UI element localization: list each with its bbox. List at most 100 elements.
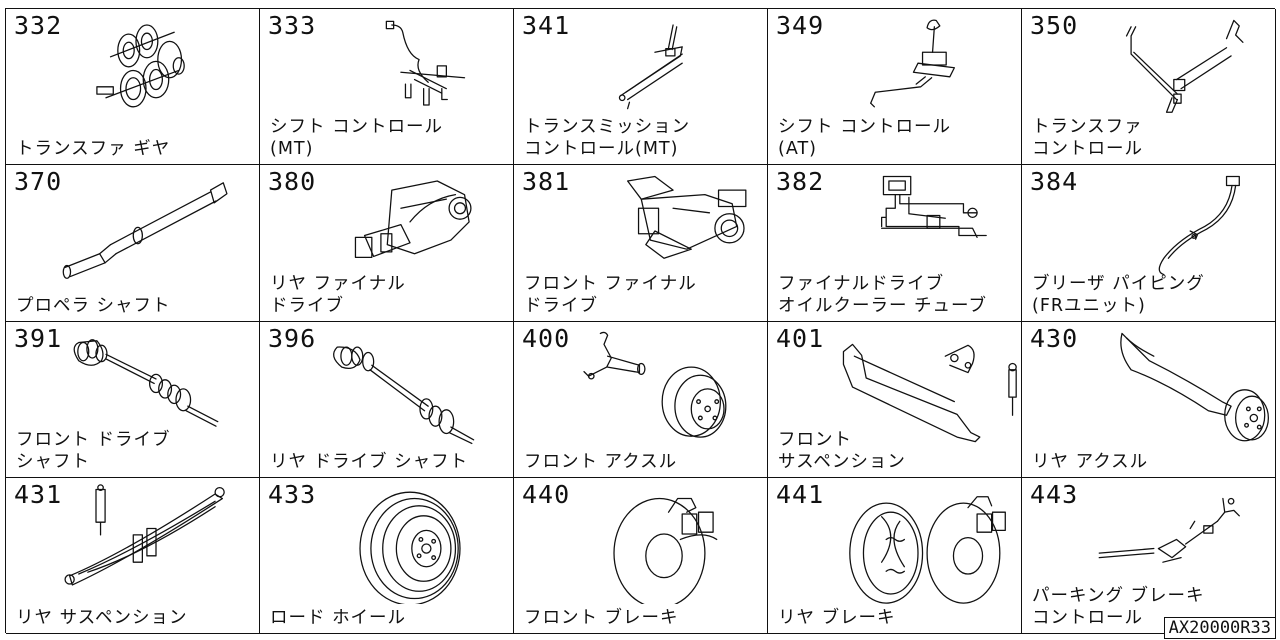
category-number: 333: [268, 11, 317, 40]
category-label-line: (MT): [270, 139, 314, 160]
category-number: 381: [522, 167, 571, 197]
rear-axle-icon: [1072, 328, 1272, 448]
category-label-line: フロント ドライブ: [16, 429, 171, 450]
category-label: ブリーザ パイピング(FRユニット): [1032, 273, 1205, 317]
part-category-431[interactable]: 431 リヤ サスペンション: [6, 477, 260, 634]
diagram-code: AX20000R33: [1163, 617, 1276, 639]
category-label: リヤ サスペンション: [16, 607, 188, 629]
category-label-line: (FRユニット): [1032, 295, 1146, 316]
shift-rod-icon: [564, 15, 764, 135]
category-number: 433: [268, 479, 317, 509]
rear-drive-shaft-icon: [310, 328, 510, 448]
category-label: シフト コントロール(MT): [270, 116, 443, 160]
category-label-line: プロペラ シャフト: [16, 295, 171, 316]
part-category-380[interactable]: 380 リヤ ファイナルドライブ: [260, 165, 514, 322]
category-label-line: リヤ アクスル: [1032, 451, 1149, 472]
category-label: フロント ドライブシャフト: [16, 429, 171, 473]
category-number: 349: [776, 11, 825, 40]
category-label-line: ファイナルドライブ: [778, 273, 945, 294]
category-label: フロント アクスル: [524, 451, 677, 473]
category-label-line: リヤ ブレーキ: [778, 608, 896, 628]
breather-pipe-icon: [1072, 171, 1272, 291]
category-label-line: オイルクーラー チューブ: [778, 295, 988, 316]
front-differential-icon: [564, 171, 764, 291]
category-label: リヤ ブレーキ: [778, 607, 896, 629]
part-category-400[interactable]: 400 フロント アクスル: [514, 321, 768, 478]
category-number: 332: [14, 11, 63, 40]
category-label-line: リヤ ドライブ シャフト: [270, 451, 469, 472]
shift-linkage-icon: [310, 15, 510, 135]
part-category-382[interactable]: 382 ファイナルドライブオイルクーラー チューブ: [768, 165, 1022, 322]
category-label: プロペラ シャフト: [16, 295, 171, 317]
category-label: シフト コントロール(AT): [778, 116, 951, 160]
category-label-line: パーキング ブレーキ: [1032, 586, 1205, 606]
category-number: 380: [268, 167, 317, 197]
front-brake-icon: [564, 484, 764, 609]
parking-brake-icon: [1072, 484, 1272, 604]
category-label-line: リヤ ファイナル: [270, 273, 406, 294]
front-axle-icon: [564, 328, 764, 448]
category-label: フロント ファイナルドライブ: [524, 273, 697, 317]
part-category-391[interactable]: 391 フロント ドライブシャフト: [6, 321, 260, 478]
category-number: 401: [776, 323, 825, 353]
part-category-443[interactable]: 443 パーキング ブレーキコントロール: [1022, 477, 1276, 634]
category-label-line: トランスファ: [1032, 117, 1143, 138]
category-label: リヤ アクスル: [1032, 451, 1148, 473]
category-number: 391: [14, 323, 63, 353]
category-number: 396: [268, 323, 317, 353]
part-category-333[interactable]: 333 シフト コントロール(MT): [260, 9, 514, 166]
category-number: 431: [14, 479, 63, 509]
category-label-line: トランスミッション: [524, 117, 691, 138]
category-label-line: (AT): [778, 139, 817, 160]
category-number: 430: [1030, 323, 1079, 353]
category-label-line: フロント アクスル: [524, 451, 678, 472]
category-label: ファイナルドライブオイルクーラー チューブ: [778, 273, 987, 317]
category-label: フロント ブレーキ: [524, 607, 679, 629]
category-label-line: シフト コントロール: [270, 117, 444, 138]
category-label-line: ドライブ: [524, 295, 598, 316]
part-category-430[interactable]: 430 リヤ アクスル: [1022, 321, 1276, 478]
category-label: パーキング ブレーキコントロール: [1032, 585, 1205, 629]
part-category-433[interactable]: 433 ロード ホイール: [260, 477, 514, 634]
drum-brake-icon: [818, 484, 1018, 604]
part-category-341[interactable]: 341 トランスミッションコントロール(MT): [514, 9, 768, 166]
category-number: 370: [14, 167, 63, 197]
category-number: 443: [1030, 479, 1079, 509]
category-number: 341: [522, 11, 571, 40]
category-label-line: シフト コントロール: [778, 117, 952, 138]
part-category-381[interactable]: 381 フロント ファイナルドライブ: [514, 165, 768, 322]
category-label-line: コントロール: [1032, 139, 1143, 160]
wheel-icon: [310, 484, 510, 606]
transfer-fork-icon: [1072, 15, 1272, 135]
category-label-line: フロント ファイナル: [524, 273, 697, 294]
category-label-line: コントロール: [1032, 608, 1143, 628]
category-number: 441: [776, 479, 825, 509]
category-label-line: コントロール(MT): [524, 139, 679, 160]
front-suspension-icon: [818, 328, 1018, 448]
category-label-line: ブリーザ パイピング: [1032, 273, 1205, 294]
part-category-332[interactable]: 332 トランスファ ギヤ: [6, 9, 260, 166]
gears-icon: [56, 15, 256, 135]
category-number: 382: [776, 167, 825, 197]
category-label-line: フロント: [778, 429, 852, 450]
category-label: リヤ ファイナルドライブ: [270, 273, 406, 317]
part-category-349[interactable]: 349 シフト コントロール(AT): [768, 9, 1022, 166]
part-category-396[interactable]: 396 リヤ ドライブ シャフト: [260, 321, 514, 478]
category-label-line: ドライブ: [270, 295, 344, 316]
propeller-shaft-icon: [56, 171, 256, 291]
category-label-line: ロード ホイール: [270, 608, 407, 628]
category-label: リヤ ドライブ シャフト: [270, 451, 468, 473]
category-label-line: トランスファ ギヤ: [16, 139, 171, 160]
category-label-line: シャフト: [16, 451, 90, 472]
category-number: 400: [522, 323, 571, 353]
part-category-370[interactable]: 370 プロペラ シャフト: [6, 165, 260, 322]
leaf-spring-icon: [56, 484, 256, 604]
category-label: トランスファコントロール: [1032, 116, 1143, 160]
part-category-441[interactable]: 441 リヤ ブレーキ: [768, 477, 1022, 634]
category-label: ロード ホイール: [270, 607, 406, 629]
